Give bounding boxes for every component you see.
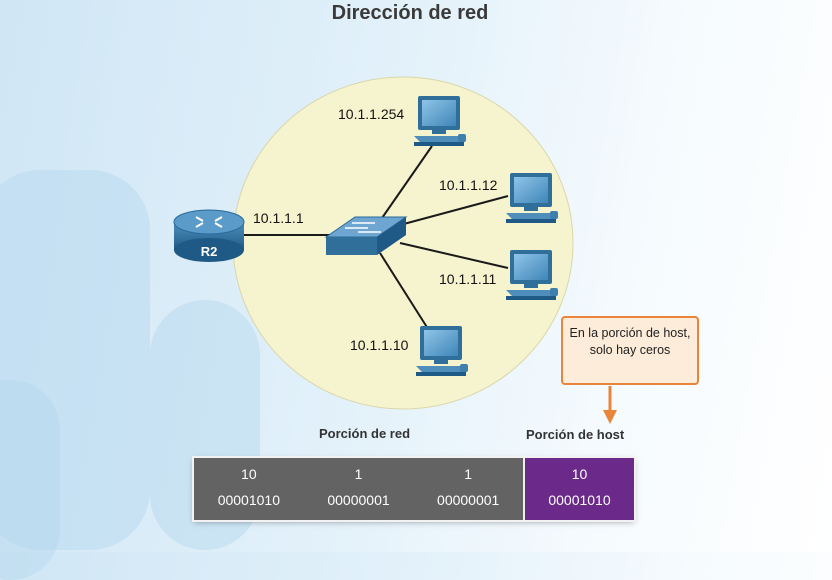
computer-icon — [414, 96, 466, 146]
host-portion-callout: En la porción de host, solo hay ceros — [561, 316, 699, 385]
octet-binary: 00000001 — [437, 492, 500, 508]
link-switch-host-254 — [381, 145, 433, 219]
octet-binary: 00001010 — [548, 492, 611, 508]
octet-decimal: 1 — [354, 466, 363, 482]
address-octet-table: 10 00001010 1 00000001 1 00000001 10 000… — [194, 458, 634, 520]
octet-binary: 00001010 — [217, 492, 280, 508]
host-ip-label: 10.1.1.254 — [338, 106, 405, 122]
octet-4: 10 00001010 — [525, 458, 634, 520]
host-ip-label: 10.1.1.10 — [350, 337, 409, 353]
computer-icon — [416, 326, 468, 376]
octet-decimal: 10 — [571, 466, 588, 482]
network-diagram: R2 — [173, 76, 617, 424]
background-shape — [0, 170, 150, 550]
switch-icon — [324, 216, 408, 255]
host-ip-label: 10.1.1.12 — [439, 177, 498, 193]
router-icon: R2 — [173, 209, 245, 262]
octet-1: 10 00001010 — [194, 458, 304, 520]
link-switch-host-12 — [399, 195, 509, 226]
link-switch-host-11 — [399, 242, 509, 269]
network-portion-block: 10 00001010 1 00000001 1 00000001 — [194, 458, 523, 520]
router-ip-label: 10.1.1.1 — [253, 210, 304, 226]
octet-3: 1 00000001 — [413, 458, 523, 520]
host-portion-caption: Porción de host — [526, 427, 625, 442]
host-portion-block: 10 00001010 — [523, 458, 634, 520]
octet-decimal: 10 — [241, 466, 257, 482]
router-label: R2 — [201, 244, 218, 259]
link-switch-host-10 — [379, 252, 431, 333]
computer-icon — [506, 250, 558, 300]
host-ip-label: 10.1.1.11 — [439, 271, 497, 287]
octet-2: 1 00000001 — [304, 458, 414, 520]
callout-arrow — [603, 386, 617, 424]
background-shape — [0, 380, 60, 580]
network-portion-caption: Porción de red — [319, 426, 411, 441]
computer-icon — [506, 173, 558, 223]
octet-binary: 00000001 — [327, 492, 390, 508]
octet-decimal: 1 — [464, 466, 473, 482]
page-title: Dirección de red — [331, 2, 489, 24]
network-links — [242, 145, 509, 333]
